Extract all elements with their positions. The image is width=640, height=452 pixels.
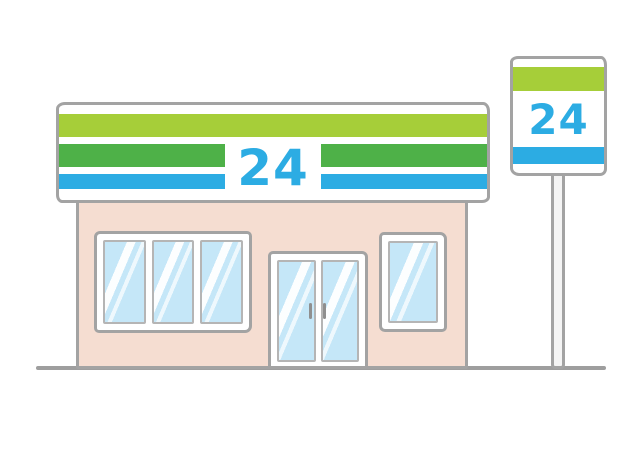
pole-sign-stripe-light-green: [513, 67, 604, 91]
pole-sign: 24: [510, 56, 607, 176]
window-pane: [388, 241, 438, 323]
sign-stripe-light-green: [59, 114, 487, 137]
door-panel-right: [320, 260, 359, 362]
storefront-sign-hours-label: 24: [225, 138, 321, 198]
door-panel-left: [277, 260, 316, 362]
window-pane: [151, 240, 195, 324]
pole-sign-stripe-blue: [513, 147, 604, 164]
door-handle-right: [323, 303, 326, 319]
pole-sign-post: [551, 170, 565, 369]
window-pane: [103, 240, 146, 324]
pole-sign-hours-label: 24: [528, 94, 589, 144]
door-handle-left: [309, 303, 312, 319]
storefront-sign: 24: [56, 102, 490, 203]
left-window: [94, 231, 252, 333]
entrance-double-door: [268, 251, 368, 369]
window-pane: [200, 240, 244, 324]
right-window: [379, 232, 447, 332]
